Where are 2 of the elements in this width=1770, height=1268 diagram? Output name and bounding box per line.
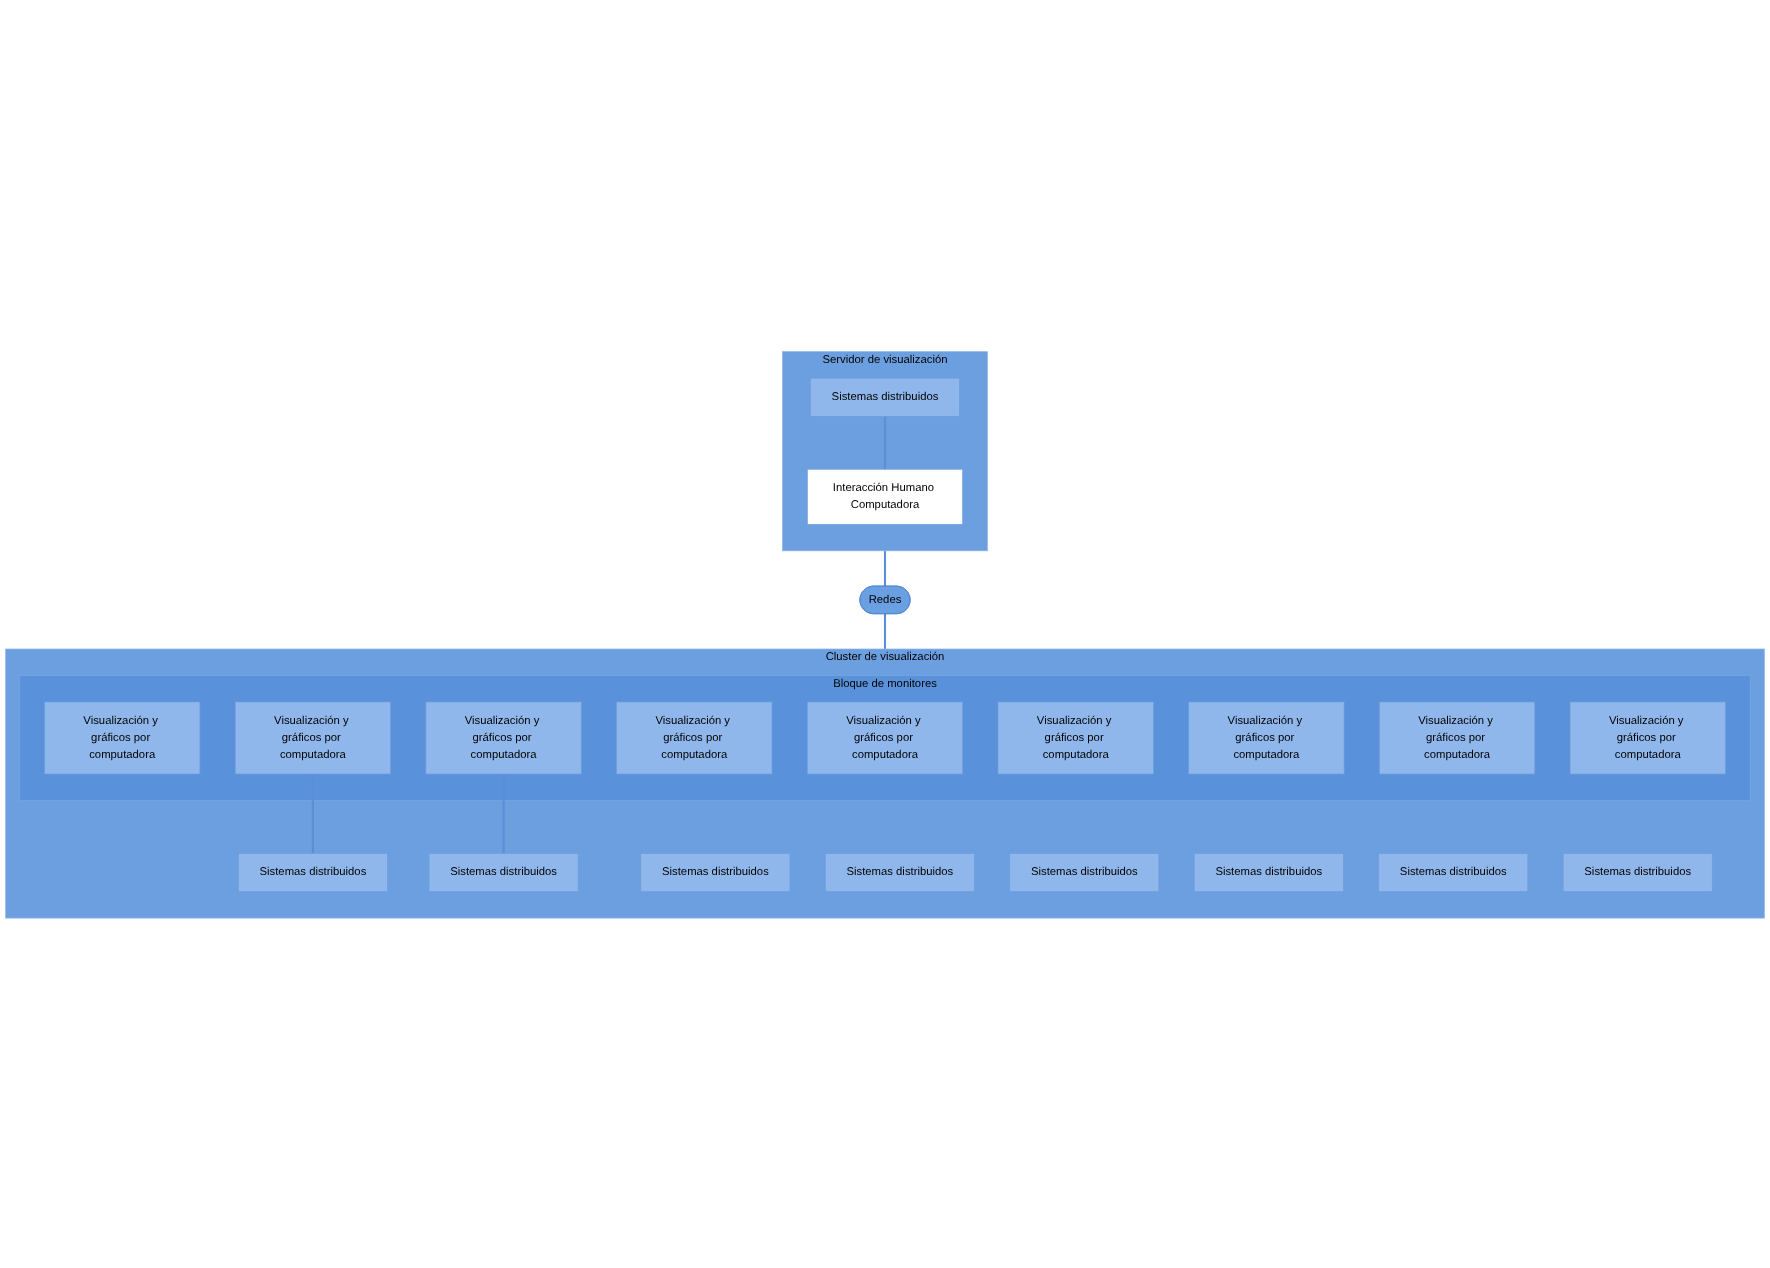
connector — [883, 612, 887, 649]
connector — [883, 549, 887, 586]
